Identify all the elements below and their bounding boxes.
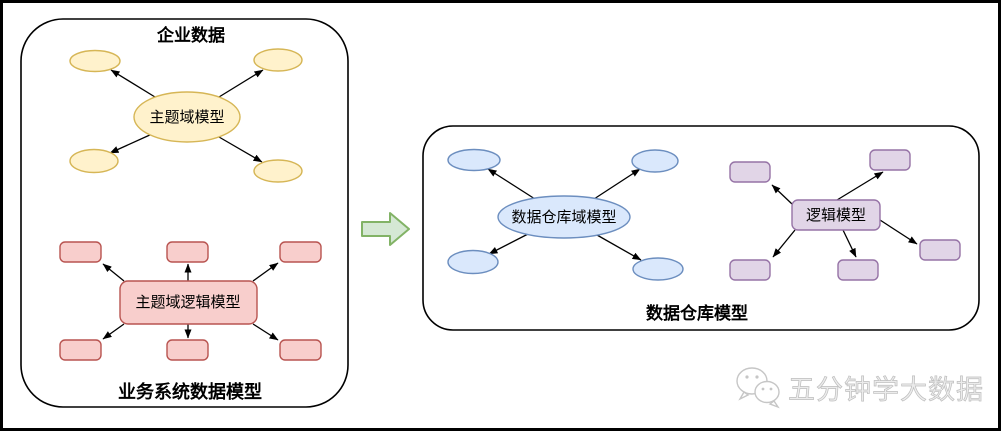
subject-domain-logical-model-node	[119, 280, 258, 325]
edge-to-satellite	[110, 69, 156, 98]
edge-to-satellite	[596, 234, 642, 261]
edge-to-satellite	[102, 323, 125, 340]
logical-satellite-rect	[919, 239, 961, 261]
edge-to-satellite	[771, 184, 793, 205]
subject-domain-model-label: 主题域模型	[149, 109, 224, 126]
logical-satellite-rect	[837, 259, 879, 281]
data-warehouse-panel: 数据仓库域模型 逻辑模型 数据仓库模型	[422, 125, 980, 331]
business-system-data-model-footer: 业务系统数据模型	[118, 381, 262, 402]
logical-satellite-rect	[729, 161, 771, 183]
wechat-icon	[736, 367, 780, 409]
enterprise-data-title: 企业数据	[156, 25, 225, 45]
warehouse-domain-model-label: 数据仓库域模型	[511, 209, 616, 226]
edge-to-satellite	[842, 229, 857, 258]
edge-to-satellite	[218, 69, 264, 98]
edge-to-satellite	[218, 136, 263, 163]
warehouse-satellite-ellipse	[632, 257, 684, 281]
transform-arrow-icon	[361, 212, 410, 246]
enterprise-data-container	[20, 18, 349, 408]
warehouse-logical-model-cluster: 逻辑模型	[729, 149, 961, 281]
logical-satellite-rect	[59, 241, 102, 263]
warehouse-logical-model-node	[791, 199, 881, 231]
warehouse-domain-model-node	[497, 195, 631, 239]
subject-satellite-ellipse	[69, 148, 119, 174]
subject-domain-logical-model-label: 主题域逻辑模型	[135, 294, 240, 311]
subject-satellite-ellipse	[253, 48, 303, 72]
warehouse-logical-model-label: 逻辑模型	[806, 207, 866, 224]
watermark: 五分钟学大数据	[736, 367, 984, 409]
edge-to-satellite	[487, 168, 536, 200]
warehouse-domain-model-cluster: 数据仓库域模型	[447, 148, 684, 281]
data-warehouse-model-footer: 数据仓库模型	[646, 303, 748, 323]
subject-domain-model-cluster: 主题域模型	[69, 48, 303, 183]
subject-domain-logical-model-cluster: 主题域逻辑模型	[59, 241, 322, 361]
edge-to-satellite	[836, 171, 884, 201]
edge-to-satellite	[879, 219, 918, 245]
warehouse-satellite-ellipse	[447, 148, 501, 172]
edge-to-satellite	[109, 133, 153, 154]
logical-satellite-rect	[279, 339, 322, 361]
watermark-text: 五分钟学大数据	[788, 375, 984, 405]
edge-to-satellite	[252, 262, 279, 282]
edge-to-satellite	[488, 233, 529, 255]
logical-satellite-rect	[166, 241, 209, 263]
enterprise-data-panel: 企业数据 主题域模型	[20, 18, 349, 408]
edge-to-satellite	[252, 323, 279, 341]
edge-to-satellite	[593, 168, 641, 200]
subject-satellite-ellipse	[253, 159, 303, 183]
subject-domain-model-node	[133, 91, 241, 143]
logical-satellite-rect	[166, 339, 209, 361]
logical-satellite-rect	[59, 339, 102, 361]
logical-satellite-rect	[279, 241, 322, 263]
logical-satellite-rect	[869, 149, 911, 171]
edge-to-satellite	[772, 229, 796, 258]
logical-satellite-rect	[729, 259, 771, 281]
subject-satellite-ellipse	[69, 49, 121, 73]
warehouse-satellite-ellipse	[447, 249, 499, 275]
warehouse-satellite-ellipse	[631, 149, 679, 173]
edge-to-satellite	[102, 263, 125, 282]
